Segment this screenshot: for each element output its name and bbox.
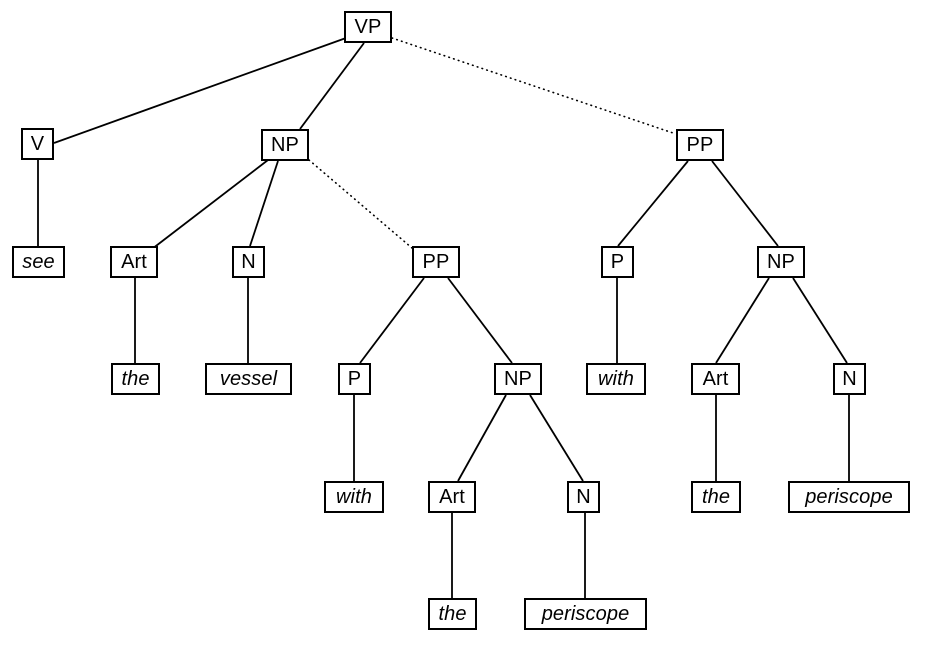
tree-node-periscope-right[interactable]: periscope [788, 481, 910, 513]
tree-node-np1[interactable]: NP [261, 129, 309, 161]
tree-node-the-inner[interactable]: the [428, 598, 477, 630]
tree-edge-np-right-to-art-right [715, 277, 770, 364]
tree-edge-np1-to-art1 [151, 159, 269, 250]
tree-node-pp-right[interactable]: PP [676, 129, 724, 161]
tree-node-art1[interactable]: Art [110, 246, 158, 278]
tree-node-vessel[interactable]: vessel [205, 363, 292, 395]
tree-edge-pp-inner-to-p-inner [359, 277, 425, 364]
tree-node-vp[interactable]: VP [344, 11, 392, 43]
tree-node-np-inner[interactable]: NP [494, 363, 542, 395]
tree-node-the1[interactable]: the [111, 363, 160, 395]
tree-node-n-right[interactable]: N [833, 363, 866, 395]
tree-node-p-right[interactable]: P [601, 246, 634, 278]
tree-edge-np-inner-to-n-inner [529, 394, 584, 482]
tree-edge-vp-to-np1 [299, 42, 365, 130]
tree-edge-vp-to-v [53, 37, 347, 144]
tree-node-n-inner[interactable]: N [567, 481, 600, 513]
tree-node-np-right[interactable]: NP [757, 246, 805, 278]
tree-edge-np1-to-n1 [249, 160, 279, 247]
tree-edge-vp-to-pp-right [391, 37, 677, 135]
tree-node-n1[interactable]: N [232, 246, 265, 278]
tree-node-p-inner[interactable]: P [338, 363, 371, 395]
tree-node-see[interactable]: see [12, 246, 65, 278]
tree-node-art-right[interactable]: Art [691, 363, 740, 395]
tree-node-pp-inner[interactable]: PP [412, 246, 460, 278]
tree-edge-np-inner-to-art-inner [457, 394, 507, 482]
tree-edge-pp-right-to-np-right [711, 160, 779, 247]
tree-node-with-right[interactable]: with [586, 363, 646, 395]
tree-edge-np1-to-pp-inner [308, 159, 413, 249]
tree-node-the-right[interactable]: the [691, 481, 741, 513]
tree-node-art-inner[interactable]: Art [428, 481, 476, 513]
tree-edge-pp-right-to-p-right [617, 160, 689, 247]
tree-edge-np-right-to-n-right [792, 277, 848, 364]
tree-node-periscope-inner[interactable]: periscope [524, 598, 647, 630]
tree-edge-pp-inner-to-np-inner [447, 277, 513, 364]
tree-node-v[interactable]: V [21, 128, 54, 160]
tree-node-with-inner[interactable]: with [324, 481, 384, 513]
